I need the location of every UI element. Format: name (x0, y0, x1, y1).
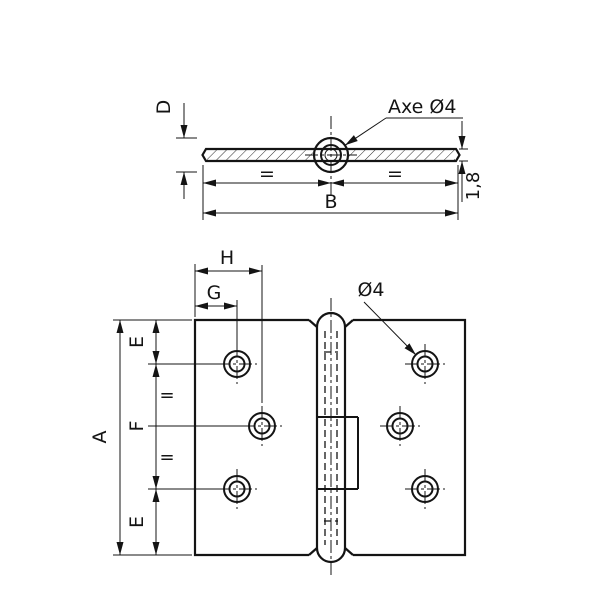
dimension-d-label: D (153, 100, 175, 115)
dimension-h-label: H (220, 247, 234, 269)
hatch-left-leaf (207, 150, 313, 160)
dimension-e-label: E (126, 336, 148, 348)
right-leaf-chamfer (344, 547, 354, 556)
top-view: Axe Ø4 D = = B 1,8 (153, 96, 484, 220)
hatch-right-leaf (349, 150, 455, 160)
dimension-e-top: E (126, 320, 221, 365)
equal-mark: = (259, 163, 275, 185)
left-leaf-chamfer (308, 547, 318, 556)
leaf-section (201, 147, 461, 163)
screw-hole-bottom-left (217, 469, 257, 509)
dimension-b-label: B (324, 191, 337, 213)
dimension-d: D (153, 100, 197, 199)
screw-hole-bottom-right (405, 469, 445, 509)
dimension-f: F = = (126, 364, 246, 490)
left-leaf-outline (193, 318, 309, 557)
leaf-profile (201, 147, 461, 163)
screw-hole-middle-left (242, 406, 282, 446)
screw-hole-middle-right (380, 406, 420, 446)
right-leaf-outline (353, 318, 467, 557)
dimension-e-label: E (126, 516, 148, 528)
screw-hole-top-right (405, 344, 445, 384)
hole-diameter-label: Ø4 (357, 279, 384, 301)
equal-mark: = (159, 385, 174, 406)
dimension-h: H (195, 247, 263, 403)
hole-diameter-callout: Ø4 (357, 279, 417, 356)
callout-leader-line (363, 301, 417, 356)
pin-callout: Axe Ø4 (344, 96, 463, 146)
front-view: A E F = = E G H (89, 247, 467, 578)
dimension-a-label: A (89, 431, 111, 444)
dimension-thickness-label: 1,8 (463, 172, 484, 201)
hinge-body (193, 298, 467, 578)
dimension-thickness: 1,8 (458, 121, 484, 202)
left-leaf-chamfer (308, 319, 318, 328)
equal-mark: = (159, 447, 174, 468)
dimension-g: G (194, 264, 238, 345)
screw-hole-top-left (217, 344, 257, 384)
equal-mark: = (387, 163, 403, 185)
dimension-b: B (203, 191, 458, 217)
callout-leader-line (344, 117, 387, 146)
screw-holes (217, 344, 445, 509)
dimension-a: A (89, 319, 192, 556)
pin-callout-label: Axe Ø4 (388, 96, 456, 118)
dimension-g-label: G (207, 282, 222, 304)
right-leaf-chamfer (344, 319, 354, 328)
dimension-e-bottom: E (126, 489, 160, 555)
barrel-outline (315, 311, 347, 564)
dimension-f-label: F (126, 421, 148, 432)
